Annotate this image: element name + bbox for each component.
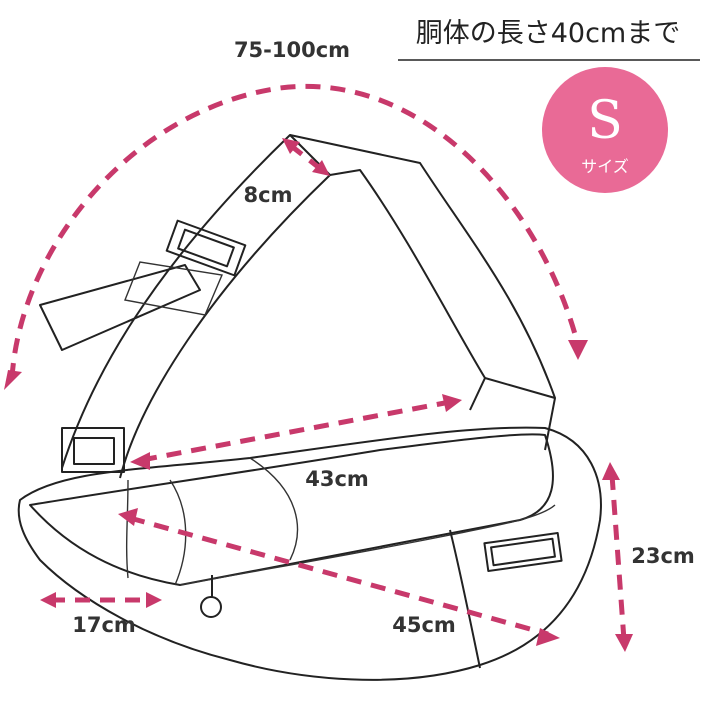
strap-tail [39, 264, 201, 351]
name-tag-inner [490, 537, 556, 567]
strap-length-arrow [9, 83, 581, 379]
strap-width-arrowhead-1 [282, 138, 300, 154]
dimension-arrows [4, 83, 633, 652]
side-buckle-outer [61, 427, 125, 473]
height-arrowhead-bottom [615, 634, 633, 652]
strap-keeper [124, 261, 223, 316]
title: 胴体の長さ40cmまで [416, 18, 681, 49]
size-badge-caption: サイズ [581, 157, 629, 176]
bag-zipper-line [179, 504, 556, 586]
size-badge: S サイズ [542, 67, 668, 193]
depth-arrowhead-left [40, 592, 56, 608]
diagonal-length-arrowhead-right [536, 628, 560, 646]
depth-arrowhead-right [146, 592, 162, 608]
name-tag-outer [483, 531, 563, 573]
bag-top-panel [29, 433, 554, 586]
strap-width-label: 8cm [244, 183, 293, 207]
strap-buckle-inner [177, 228, 235, 268]
top-length-arrow [141, 399, 451, 463]
bag-top-seam [125, 479, 129, 579]
height-arrowhead-top [602, 462, 620, 480]
front-pocket [449, 529, 481, 669]
bag-body-outline [17, 426, 602, 681]
top-length-arrowhead-left [130, 452, 150, 470]
size-badge-letter: S [587, 91, 623, 151]
strap-outer-edge [61, 134, 556, 469]
diagonal-length-arrow [129, 515, 549, 637]
zipper-pull-ring [200, 596, 222, 618]
strap-width-arrow [288, 143, 324, 172]
strap-width-arrowhead-2 [312, 160, 330, 176]
depth-label: 17cm [72, 613, 136, 637]
bag-fold-left [169, 479, 187, 586]
size-badge-circle [542, 67, 668, 193]
height-arrow [609, 474, 627, 641]
strap-length-label: 75-100cm [234, 38, 350, 62]
strap-length-arrowhead-right [568, 340, 588, 360]
strap-right-join [484, 377, 556, 399]
bag-illustration [17, 134, 602, 681]
diagonal-length-arrowhead-left [118, 508, 138, 526]
bag-fold-mid [249, 457, 299, 561]
strap-length-arrowhead-left [4, 370, 22, 390]
top-length-label: 43cm [305, 467, 369, 491]
top-length-arrowhead-right [442, 394, 462, 412]
strap-buckle-outer [165, 219, 247, 277]
side-buckle-inner [73, 437, 115, 465]
diagonal-length-label: 45cm [392, 613, 456, 637]
height-label: 23cm [631, 544, 695, 568]
